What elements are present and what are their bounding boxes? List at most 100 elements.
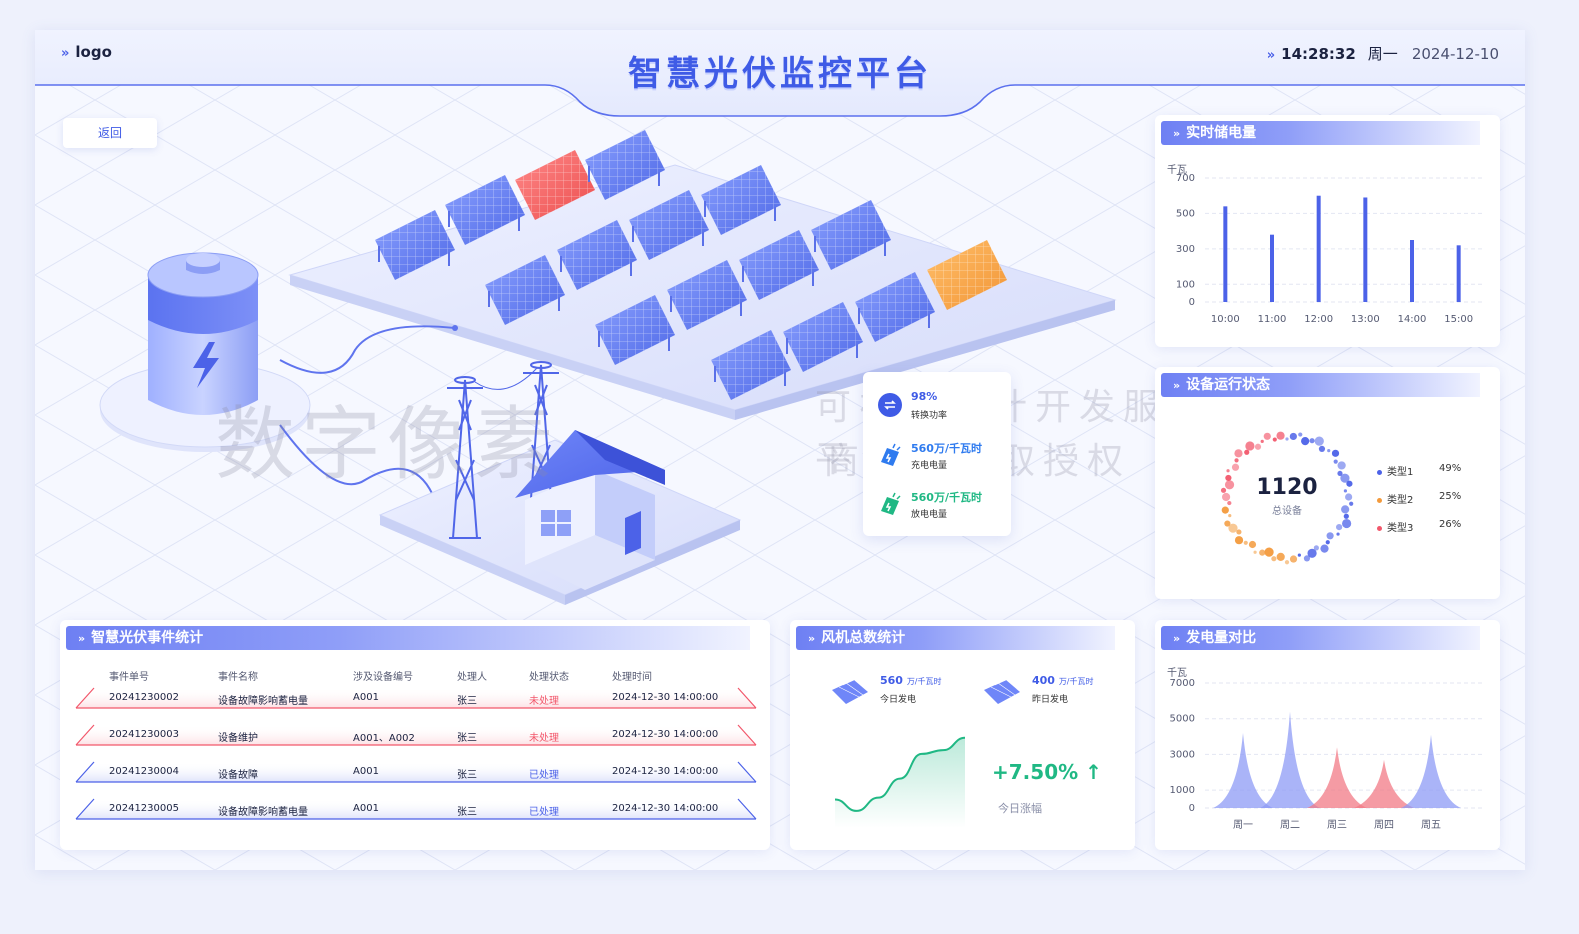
donut-dot [1234,458,1239,463]
legend-dot [1377,525,1382,531]
peak-area [1401,734,1461,808]
fan-panel: »风机总数统计 560 万/千瓦时 今日发电 400 万/千瓦时 昨日发电 +7… [790,620,1135,850]
cell-event-id: 20241230004 [109,766,179,777]
stat-label: 转换功率 [911,411,948,421]
stat-discharge: 560万/千瓦时 放电电量 [877,489,1007,529]
donut-dot [1298,432,1303,437]
panel-header: »发电量对比 [1161,626,1480,650]
legend-value: 25% [1439,491,1462,502]
cell-time: 2024-12-30 14:00:00 [612,766,719,777]
value-number: 560 [880,674,903,687]
cell-event-id: 20241230002 [109,692,179,703]
chevron-right-icon: » [808,632,816,645]
x-tick-label: 12:00 [1304,314,1333,325]
donut-dot [1244,449,1250,455]
donut-dot [1337,470,1343,477]
donut-dot [1220,487,1227,493]
x-tick-label: 周一 [1233,819,1253,831]
cell-device: A001 [353,803,379,814]
table-header-id: 事件单号 [109,672,149,683]
y-tick-label: 1000 [1170,785,1195,796]
unit-label: 千瓦 [1167,668,1187,679]
donut-dot [1236,529,1242,535]
donut-dot [1345,493,1353,501]
events-panel: »智慧光伏事件统计 事件单号 事件名称 涉及设备编号 处理人 处理状态 处理时间… [60,620,770,850]
row-frame [75,687,757,709]
cell-status: 已处理 [529,770,559,781]
donut-center: 1120 总设备 [1247,475,1327,517]
value-unit: 万/千瓦时 [906,677,942,686]
donut-dot [1225,474,1232,482]
x-tick-label: 周四 [1374,819,1394,831]
donut-dot [1289,555,1298,563]
table-header-time: 处理时间 [612,672,652,683]
cell-event-name: 设备维护 [218,733,258,744]
compare-area-chart: 01000300050007000周一周二周三周四周五 [1170,678,1485,831]
bar [1223,206,1228,302]
x-tick-label: 15:00 [1444,314,1473,325]
x-tick-label: 13:00 [1351,314,1380,325]
panel-header: »风机总数统计 [796,626,1115,650]
bar [1270,234,1274,302]
cell-device: A001 [353,692,379,703]
x-tick-label: 10:00 [1211,314,1240,325]
donut-dot [1314,436,1324,446]
fan-today: 560 万/千瓦时 今日发电 [830,674,970,714]
x-tick-label: 周二 [1280,819,1300,831]
cell-status: 未处理 [529,733,559,744]
panel-title: 发电量对比 [1186,630,1257,646]
table-header-handler: 处理人 [457,672,487,683]
stat-label: 放电电量 [911,510,948,520]
watermark-big: 数字像素 [215,398,559,491]
cell-device: A001、A002 [353,733,415,744]
donut-dot [1276,431,1285,440]
donut-dot [1234,449,1243,458]
donut-dot [1326,532,1334,540]
donut-dot [1234,536,1244,545]
legend-label: 类型1 [1387,467,1414,478]
row-frame [75,724,757,746]
stat-charge: 560万/千瓦时 充电电量 [877,440,1007,480]
donut-dot [1320,544,1329,553]
donut-dot [1331,449,1340,457]
cell-device: A001 [353,766,379,777]
panel-header: »智慧光伏事件统计 [66,626,750,650]
donut-dot [1343,513,1349,519]
cell-handler: 张三 [457,696,477,707]
peak-area [1307,747,1367,808]
row-frame [75,761,757,783]
panel-title: 智慧光伏事件统计 [91,630,204,646]
value-number: 400 [1032,674,1055,687]
donut-dot [1337,461,1346,470]
stat-label: 充电电量 [911,461,948,471]
donut-dot [1248,540,1257,549]
logo[interactable]: »logo [61,43,112,61]
cell-time: 2024-12-30 14:00:00 [612,692,719,703]
back-button[interactable]: 返回 [63,118,157,148]
donut-dot [1297,553,1301,557]
donut-dot [1289,432,1297,441]
donut-dot [1343,489,1348,493]
bar [1456,245,1461,302]
fan-yesterday: 400 万/千瓦时 昨日发电 [982,674,1122,714]
growth-line [834,736,966,812]
table-header-name: 事件名称 [218,672,258,683]
clock-weekday: 周一 [1367,45,1398,63]
growth-label: 今日涨幅 [998,802,1042,815]
conversion-icon [878,393,902,417]
x-tick-label: 14:00 [1398,314,1427,325]
bar [1410,240,1414,302]
discharge-plug-icon [881,492,901,515]
donut-dot [1313,545,1319,551]
